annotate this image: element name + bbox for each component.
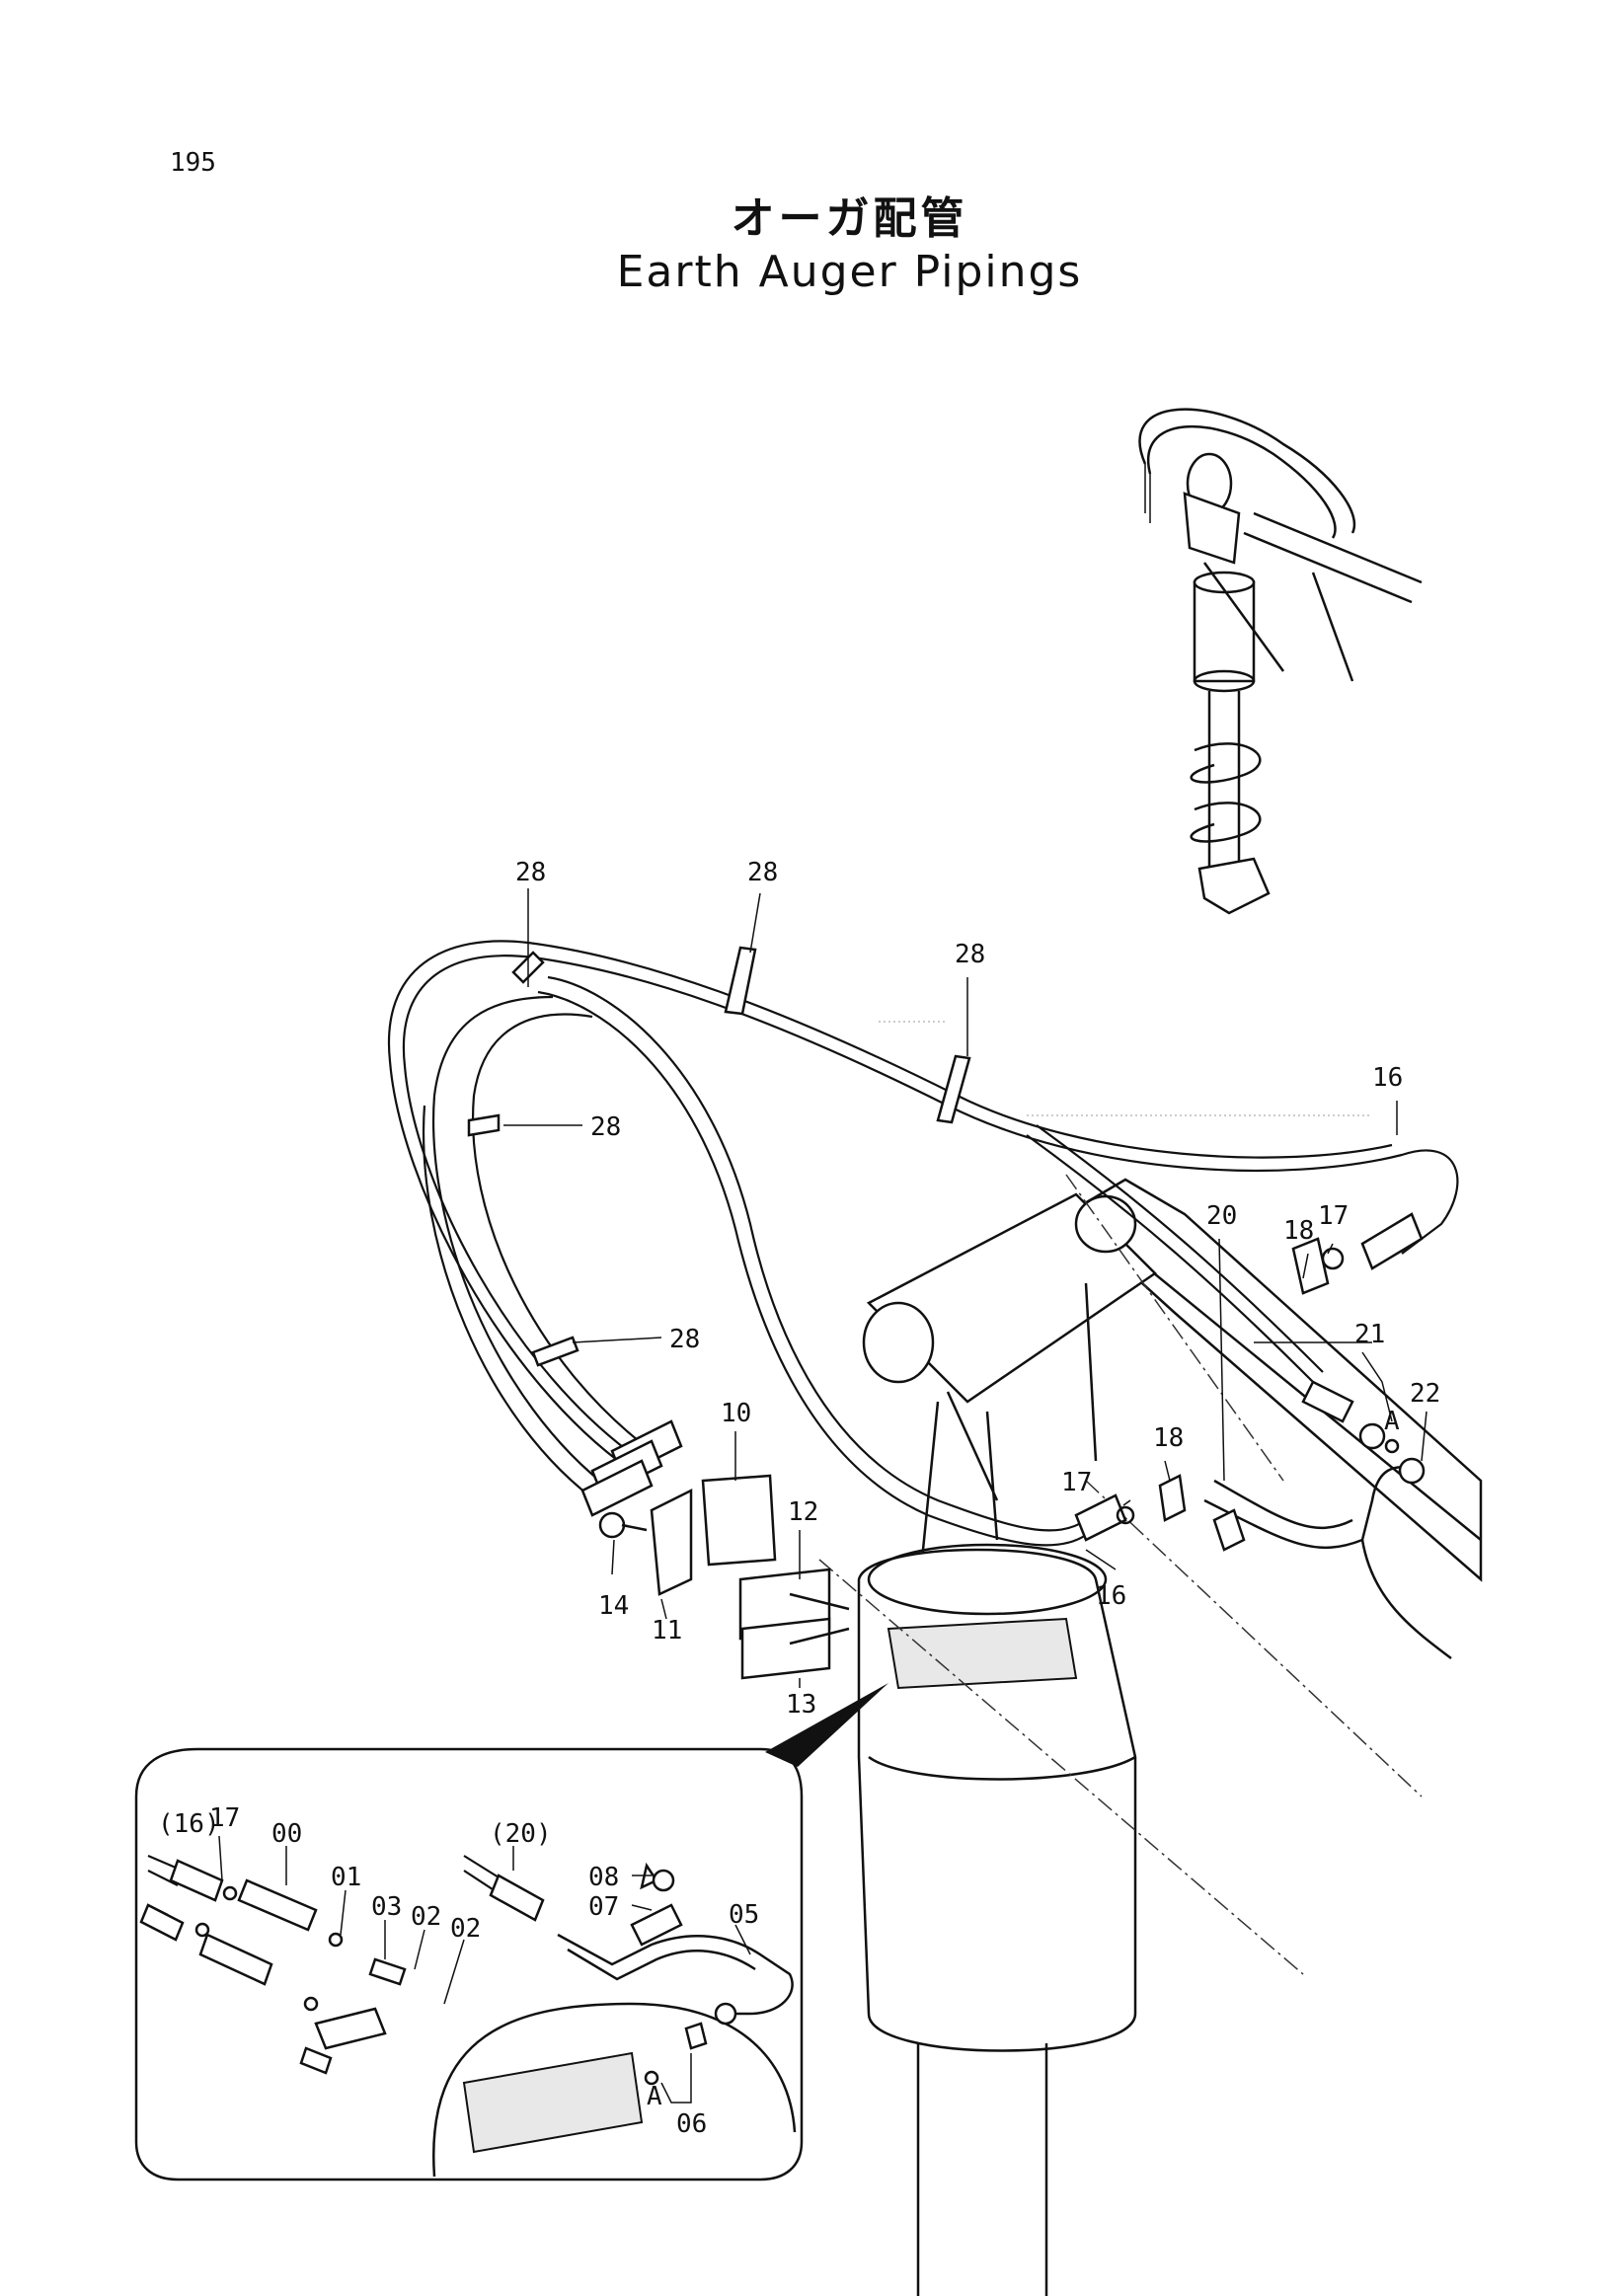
inset-callouts: (16) 17 00 01 03 02 02 (20) 08 07 05 A 0… — [158, 1803, 759, 2139]
callout-28b: 28 — [747, 858, 778, 887]
inset-callout-00: 00 — [271, 1819, 302, 1849]
callout-18b: 18 — [1153, 1423, 1184, 1453]
callout-28c: 28 — [955, 940, 985, 969]
inset-callout-02a: 02 — [411, 1902, 441, 1932]
callout-a1: A — [1384, 1407, 1400, 1436]
inset-callout-07: 07 — [588, 1892, 619, 1922]
inset-callout-06: 06 — [676, 2109, 707, 2139]
callout-14: 14 — [598, 1591, 629, 1621]
overview-illustration — [1138, 408, 1423, 915]
fittings — [1116, 1237, 1426, 1525]
callout-16b: 16 — [1096, 1581, 1126, 1611]
callout-16a: 16 — [1372, 1063, 1403, 1093]
callout-11: 11 — [652, 1616, 682, 1645]
callout-21: 21 — [1354, 1320, 1385, 1349]
callout-28e: 28 — [669, 1325, 700, 1354]
callout-28d: 28 — [590, 1112, 621, 1142]
callouts: 28 28 28 28 28 16 16 20 18 17 21 22 A 18… — [515, 858, 1440, 1720]
hoses — [387, 940, 1459, 1547]
plates — [598, 1474, 850, 1680]
callout-17b: 17 — [1061, 1468, 1092, 1497]
inset-callout-17: 17 — [209, 1803, 240, 1833]
inset-callout-08: 08 — [588, 1863, 619, 1892]
callout-12: 12 — [788, 1497, 818, 1527]
inset-callout-01: 01 — [331, 1863, 361, 1892]
boom-structure — [818, 1021, 1483, 2296]
callout-22: 22 — [1410, 1379, 1440, 1409]
leader-lines — [503, 888, 1427, 1688]
callout-28a: 28 — [515, 858, 546, 887]
callout-10: 10 — [721, 1399, 751, 1428]
inset-callout-05: 05 — [729, 1900, 759, 1930]
inset-detail — [134, 1683, 888, 2181]
callout-17a: 17 — [1318, 1201, 1349, 1231]
title-english: Earth Auger Pipings — [616, 247, 1083, 297]
inset-callout-20: (20) — [490, 1819, 552, 1849]
inset-callout-02b: 02 — [450, 1914, 481, 1944]
callout-13: 13 — [786, 1690, 816, 1720]
title-japanese: オーガ配管 — [731, 193, 968, 244]
inset-callout-a: A — [647, 2082, 662, 2111]
inset-callout-16: (16) — [158, 1809, 220, 1839]
callout-20: 20 — [1206, 1201, 1237, 1231]
inset-callout-03: 03 — [371, 1892, 402, 1922]
page-number: 195 — [170, 148, 216, 178]
callout-18a: 18 — [1283, 1216, 1314, 1246]
